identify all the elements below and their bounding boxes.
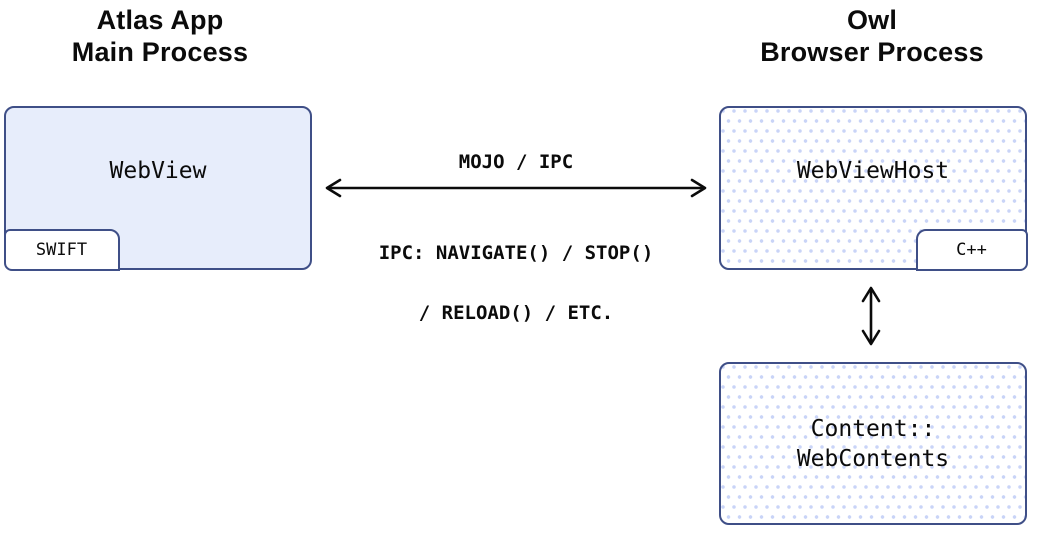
mojo-ipc-label: MOJO / IPC [458, 151, 574, 173]
heading-line: Atlas App [96, 5, 224, 35]
owl-browser-process-heading: Owl Browser Process [712, 4, 1032, 68]
swift-language-badge: SWIFT [3, 228, 120, 271]
atlas-main-process-heading: Atlas App Main Process [0, 4, 320, 68]
ipc-methods-label: IPC: NAVIGATE() / STOP() / RELOAD() / ET… [378, 242, 654, 324]
webviewhost-node-label: WebViewHost [796, 158, 950, 184]
webviewhost-node: WebViewHost C++ [719, 106, 1028, 271]
webview-node: WebView SWIFT [3, 106, 312, 271]
cpp-badge-label: C++ [956, 239, 987, 260]
heading-line: Main Process [71, 37, 249, 67]
ipc-bidirectional-arrow [325, 178, 707, 198]
heading-line: Owl [846, 5, 898, 35]
content-webcontents-node: Content:: WebContents [719, 362, 1027, 525]
content-webcontents-label: Content:: WebContents [796, 415, 950, 472]
webview-node-label: WebView [109, 158, 207, 184]
swift-badge-label: SWIFT [35, 239, 88, 260]
cpp-language-badge: C++ [915, 228, 1028, 271]
heading-line: Browser Process [760, 37, 984, 67]
host-contents-bidirectional-arrow [861, 286, 881, 346]
